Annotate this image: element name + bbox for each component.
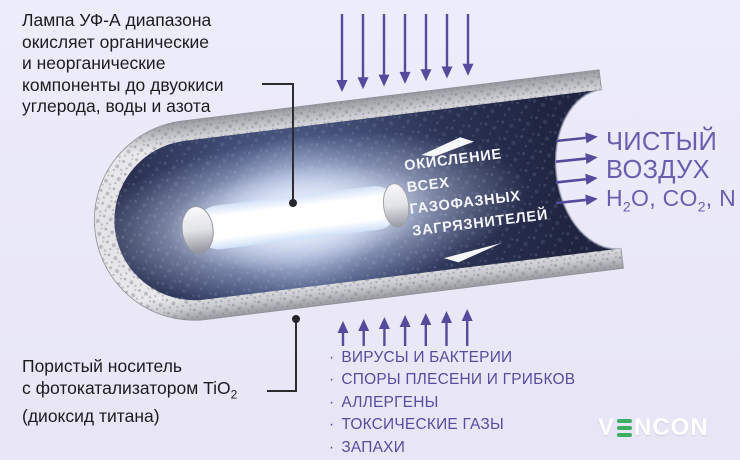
- porous-carrier-line1: Пористый носитель: [22, 356, 183, 376]
- porous-carrier-line2: с фотокатализатором TiO: [22, 377, 231, 398]
- list-item: ·ВИРУСЫ И БАКТЕРИИ: [329, 349, 513, 366]
- tube: ОКИСЛЕНИЕ ВСЕХ ГАЗОФАЗНЫХ ЗАГРЯЗНИТЕЛЕЙ: [94, 69, 624, 321]
- down-arrowhead-icon: [378, 74, 390, 87]
- up-arrowhead-icon: [441, 311, 452, 323]
- flow-triangle-bottom: [443, 242, 502, 263]
- formula-sub1: 2: [622, 198, 632, 215]
- logo-prefix: V: [598, 414, 616, 441]
- logo-suffix: NCON: [634, 414, 709, 441]
- uv-lamp-body: [196, 186, 398, 250]
- down-arrowhead-icon: [357, 77, 369, 90]
- clean-air-block: ЧИСТЫЙ ВОЗДУХ H2O, CO2, N: [606, 128, 736, 221]
- up-arrowhead-icon: [399, 315, 411, 327]
- porous-carrier-label: Пористый носитель с фотокатализатором Ti…: [22, 356, 237, 427]
- airflow-arrows-top: [336, 14, 474, 92]
- clean-air-heading-line1: ЧИСТЫЙ: [606, 128, 718, 156]
- formula-sub2: 2: [697, 198, 706, 215]
- formula-oco: O, CO: [631, 185, 698, 211]
- connector-carrier: [267, 315, 300, 392]
- oxidation-caption-line2: ВСЕХ: [406, 175, 451, 196]
- clean-air-arrows: [555, 132, 598, 206]
- clean-air-heading-line2: ВОЗДУХ: [606, 155, 710, 184]
- uv-lamp-right-cap: [382, 183, 410, 228]
- down-arrowhead-icon: [399, 71, 411, 84]
- flow-triangle-top: [421, 137, 474, 157]
- connector-lamp: [262, 83, 297, 207]
- list-item: ·ТОКСИЧЕСКИЕ ГАЗЫ: [329, 416, 504, 434]
- up-arrowhead-icon: [358, 319, 370, 331]
- porous-carrier-line3: (диоксид титана): [22, 405, 160, 426]
- down-arrowhead-icon: [420, 69, 432, 82]
- list-item: ·АЛЛЕРГЕНЫ: [329, 393, 439, 411]
- uv-lamp-group: [105, 131, 529, 300]
- list-item: ·СПОРЫ ПЛЕСЕНИ И ГРИБКОВ: [329, 371, 576, 389]
- uv-lamp-description: Лампа УФ-А диапазона окисляет органическ…: [22, 10, 224, 116]
- tube-opening-rim: [554, 88, 622, 250]
- pollutants-list: ·ВИРУСЫ И БАКТЕРИИ ·СПОРЫ ПЛЕСЕНИ И ГРИБ…: [329, 347, 575, 459]
- down-arrowhead-icon: [462, 63, 474, 76]
- formula-h: H: [606, 185, 623, 211]
- up-arrowhead-icon: [420, 313, 432, 325]
- right-arrow-icon: [555, 194, 598, 206]
- down-arrowhead-icon: [336, 80, 348, 92]
- vencon-logo: V NCON: [598, 414, 709, 442]
- up-arrowhead-icon: [461, 309, 473, 321]
- formula-n: , N: [705, 185, 737, 211]
- down-arrowhead-icon: [441, 66, 453, 79]
- clean-air-formula: H2O, CO2, N: [606, 185, 736, 221]
- airflow-arrows-bottom: [337, 309, 473, 346]
- right-arrow-icon: [555, 132, 598, 144]
- right-arrow-icon: [555, 153, 598, 165]
- up-arrowhead-icon: [378, 317, 390, 329]
- list-item: ·ЗАПАХИ: [329, 438, 406, 456]
- up-arrowhead-icon: [337, 321, 349, 333]
- uv-lamp-left-cap: [181, 206, 214, 254]
- logo-green-bars-icon: [617, 418, 633, 438]
- tio2-subscript: 2: [230, 387, 238, 401]
- right-arrow-icon: [555, 173, 598, 185]
